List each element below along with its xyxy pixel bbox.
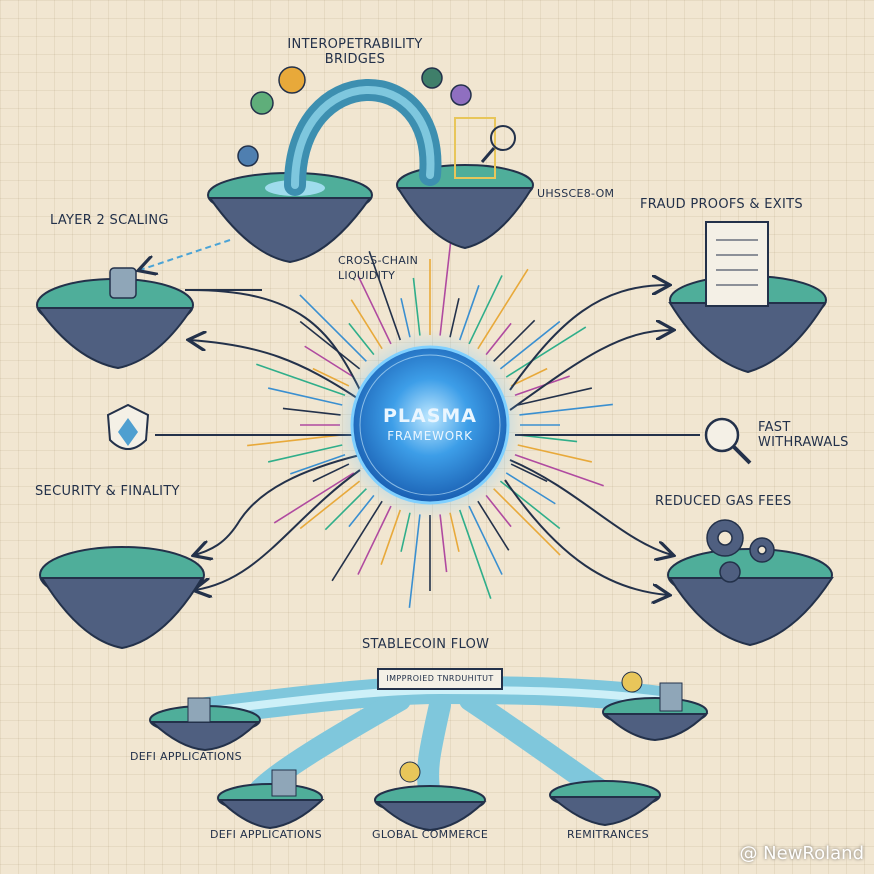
label-reduced-gas-fees: REDUCED GAS FEES — [655, 494, 792, 509]
ray-line — [413, 278, 419, 336]
coin-icon — [451, 85, 471, 105]
ray-line — [486, 495, 511, 526]
coin-icon — [238, 146, 258, 166]
label-improved-throughput: IMPPROIED TNRDUHITUT — [380, 671, 500, 687]
ray-line — [247, 435, 340, 446]
coin-icon — [251, 92, 273, 114]
ray-line — [283, 408, 341, 414]
ray-line — [450, 298, 459, 337]
island-fraud — [670, 222, 826, 372]
label-remittances: REMITRANCES — [567, 827, 649, 842]
ray-line — [486, 323, 511, 354]
ray-line — [450, 513, 459, 552]
ray-line — [440, 242, 451, 335]
label-security-finality: SECURITY & FINALITY — [35, 484, 180, 499]
ray-line — [300, 295, 366, 361]
label-global-commerce: GLOBAL COMMERCE — [372, 827, 488, 842]
island-gas — [668, 549, 832, 645]
label-interoperability-bridges: INTEROPETRABILITY BRIDGES — [270, 37, 440, 67]
ray-line — [469, 506, 502, 574]
island-layer2 — [37, 268, 193, 368]
island-security — [40, 547, 204, 648]
watermark: @ NewRoland — [739, 843, 864, 864]
ray-line — [515, 376, 570, 395]
ray-line — [358, 506, 391, 574]
ray-line — [325, 489, 366, 530]
ray-line — [351, 300, 382, 349]
bridge-arch — [295, 90, 430, 185]
label-defi-applications-2: DEFI APPLICATIONS — [210, 827, 322, 842]
ray-line — [494, 489, 560, 555]
core-label: PLASMA FRAMEWORK — [345, 405, 515, 443]
ray-line — [401, 513, 410, 552]
label-layer2-scaling: LAYER 2 SCALING — [50, 213, 169, 228]
coin-icon — [422, 68, 442, 88]
ray-line — [515, 455, 604, 486]
label-fast-withdrawals: FAST WITHRAWALS — [758, 420, 849, 450]
ray-line — [460, 285, 479, 340]
ray-line — [494, 320, 535, 361]
bitcoin-coin-icon — [279, 67, 305, 93]
label-cross-chain-liquidity: CROSS-CHAIN LIQUIDITY — [338, 253, 418, 283]
ray-line — [506, 473, 555, 504]
ray-line — [440, 514, 446, 572]
ray-line — [256, 364, 345, 395]
ray-line — [290, 455, 345, 474]
label-stablecoin-flow: STABLECOIN FLOW — [362, 637, 489, 652]
shield-icon — [108, 405, 148, 449]
core-subtitle: FRAMEWORK — [345, 429, 515, 443]
ray-line — [519, 404, 612, 415]
ray-line — [478, 501, 509, 550]
ray-line — [401, 298, 410, 337]
island-remit — [550, 781, 660, 825]
label-defi-applications-1: DEFI APPLICATIONS — [130, 749, 242, 764]
ray-line — [349, 495, 374, 526]
core-title: PLASMA — [345, 405, 515, 427]
ray-line — [409, 514, 420, 607]
ray-line — [358, 275, 391, 343]
ray-line — [381, 510, 400, 565]
ray-line — [349, 323, 374, 354]
ray-line — [469, 275, 502, 343]
stablecoin-river — [200, 690, 660, 795]
magnifier-icon — [706, 419, 750, 463]
ray-line — [460, 510, 491, 599]
ray-line — [519, 435, 577, 441]
label-garbled: UHSSCE8-OM — [537, 186, 614, 201]
label-fraud-proofs-exits: FRAUD PROOFS & EXITS — [640, 197, 803, 212]
